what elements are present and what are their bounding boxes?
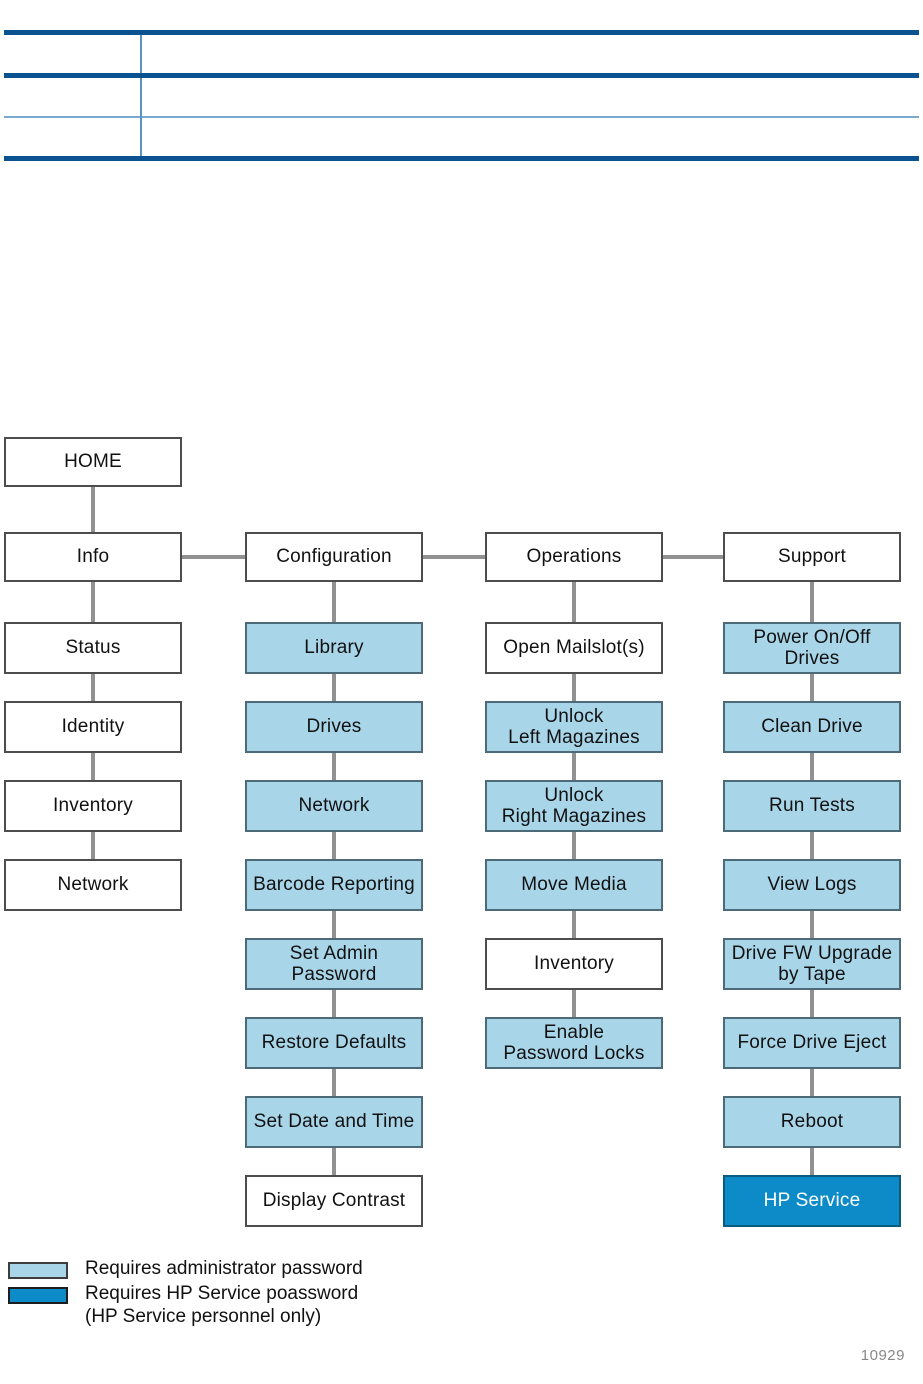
node-label: HOME (64, 451, 122, 473)
table-cell (141, 73, 919, 117)
table-cell (141, 30, 919, 76)
node-reboot[interactable]: Reboot (723, 1096, 901, 1148)
node-identity[interactable]: Identity (4, 701, 182, 753)
node-label: Inventory (53, 795, 133, 817)
node-label: Display Contrast (262, 1190, 406, 1212)
node-label: Set Date and Time (253, 1111, 415, 1133)
node-view-logs[interactable]: View Logs (723, 859, 901, 911)
node-clean-drive[interactable]: Clean Drive (723, 701, 901, 753)
node-move-media[interactable]: Move Media (485, 859, 663, 911)
node-network[interactable]: Network (4, 859, 182, 911)
table-cell (4, 73, 142, 117)
node-configuration[interactable]: Configuration (245, 532, 423, 582)
node-operations[interactable]: Operations (485, 532, 663, 582)
node-label: Reboot (780, 1111, 844, 1133)
legend-item-hp-service: Requires HP Service poassword (HP Servic… (8, 1283, 508, 1328)
node-label: Unlock Left Magazines (508, 705, 640, 748)
node-label: Operations (526, 546, 622, 568)
node-label: Library (304, 637, 364, 659)
node-library[interactable]: Library (245, 622, 423, 674)
node-label: Barcode Reporting (253, 874, 415, 896)
node-display-contrast[interactable]: Display Contrast (245, 1175, 423, 1227)
node-label: Configuration (276, 546, 392, 568)
legend-label-admin: Requires administrator password (85, 1258, 363, 1279)
node-label: Drive FW Upgrade by Tape (731, 942, 893, 985)
node-network[interactable]: Network (245, 780, 423, 832)
table-cell (141, 116, 919, 161)
node-label: Status (65, 637, 121, 659)
node-label: Clean Drive (761, 716, 863, 738)
legend-swatch-admin-icon (8, 1262, 68, 1279)
node-unlock-left-magazines[interactable]: Unlock Left Magazines (485, 701, 663, 753)
node-set-date-and-time[interactable]: Set Date and Time (245, 1096, 423, 1148)
node-label: Inventory (534, 953, 614, 975)
node-restore-defaults[interactable]: Restore Defaults (245, 1017, 423, 1069)
node-label: Restore Defaults (261, 1032, 407, 1054)
document-header-table (4, 30, 919, 161)
node-unlock-right-magazines[interactable]: Unlock Right Magazines (485, 780, 663, 832)
node-info[interactable]: Info (4, 532, 182, 582)
figure-id: 10929 (860, 1347, 905, 1364)
node-label: Drives (306, 716, 362, 738)
table-cell (4, 30, 142, 76)
node-label: View Logs (767, 874, 857, 896)
legend-label-hp-service: Requires HP Service poassword (HP Servic… (85, 1283, 359, 1327)
node-force-drive-eject[interactable]: Force Drive Eject (723, 1017, 901, 1069)
table-row (4, 30, 919, 76)
node-label: Support (778, 546, 846, 568)
table-row (4, 73, 919, 117)
node-drives[interactable]: Drives (245, 701, 423, 753)
node-set-admin-password[interactable]: Set Admin Password (245, 938, 423, 990)
node-label: Network (298, 795, 370, 817)
node-drive-fw-upgrade-by-tape[interactable]: Drive FW Upgrade by Tape (723, 938, 901, 990)
node-label: Power On/Off Drives (753, 626, 871, 669)
node-label: Enable Password Locks (503, 1021, 645, 1064)
table-cell (4, 116, 142, 161)
node-home[interactable]: HOME (4, 437, 182, 487)
node-label: Open Mailslot(s) (503, 637, 645, 659)
node-open-mailslot-s[interactable]: Open Mailslot(s) (485, 622, 663, 674)
table-row (4, 116, 919, 161)
node-label: Unlock Right Magazines (501, 784, 647, 827)
node-label: Identity (61, 716, 125, 738)
node-inventory[interactable]: Inventory (4, 780, 182, 832)
node-label: Set Admin Password (289, 942, 379, 985)
node-hp-service[interactable]: HP Service (723, 1175, 901, 1227)
node-inventory[interactable]: Inventory (485, 938, 663, 990)
legend-item-admin: Requires administrator password (8, 1258, 508, 1280)
node-label: Info (76, 546, 110, 568)
node-label: Force Drive Eject (737, 1032, 887, 1054)
node-power-on-off-drives[interactable]: Power On/Off Drives (723, 622, 901, 674)
table-body (4, 30, 919, 161)
node-label: HP Service (763, 1190, 861, 1212)
legend-swatch-service-icon (8, 1287, 68, 1305)
node-support[interactable]: Support (723, 532, 901, 582)
node-status[interactable]: Status (4, 622, 182, 674)
node-run-tests[interactable]: Run Tests (723, 780, 901, 832)
legend: Requires administrator password Requires… (8, 1258, 508, 1331)
node-label: Network (57, 874, 129, 896)
node-label: Move Media (521, 874, 627, 896)
node-label: Run Tests (769, 795, 855, 817)
node-barcode-reporting[interactable]: Barcode Reporting (245, 859, 423, 911)
node-enable-password-locks[interactable]: Enable Password Locks (485, 1017, 663, 1069)
